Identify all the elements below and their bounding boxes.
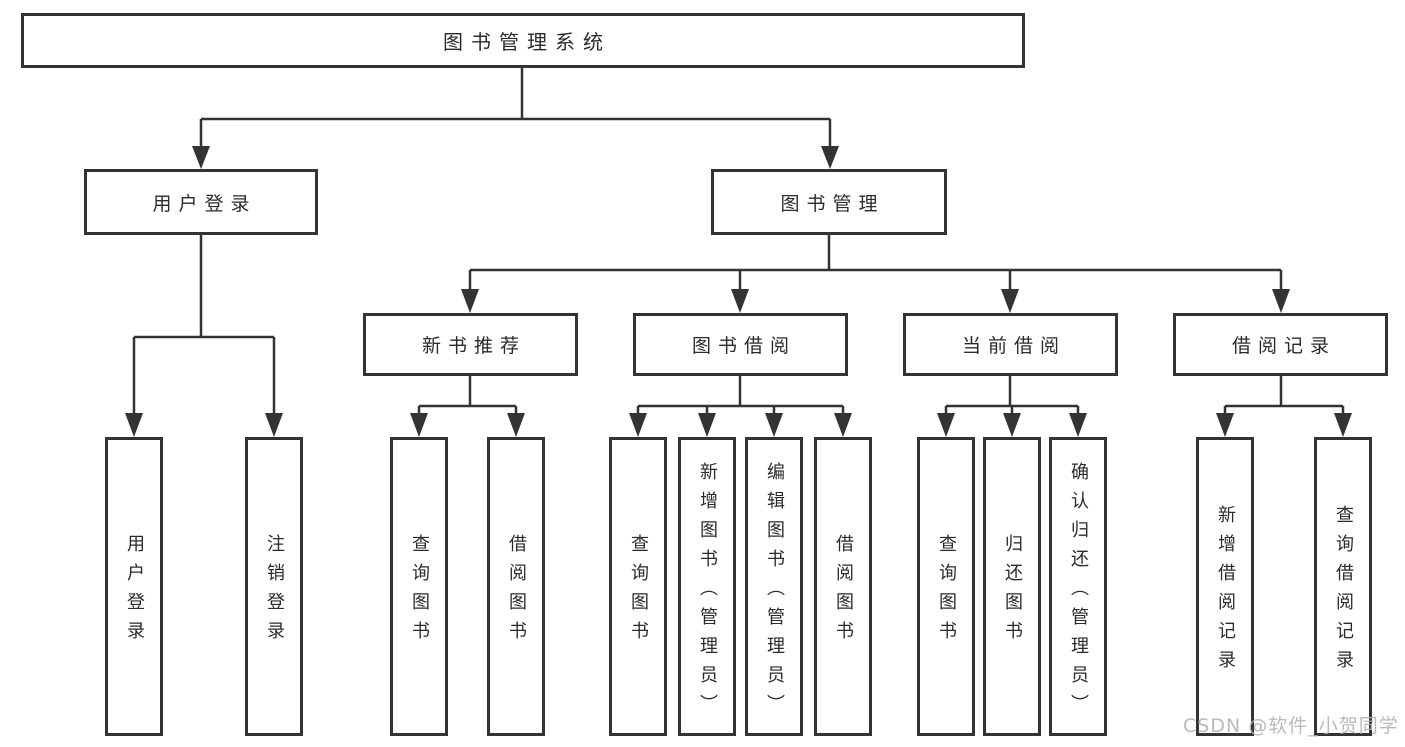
leaf-label: 归还图书 bbox=[1002, 534, 1023, 650]
leaf-label: 编辑图书（管理员） bbox=[764, 461, 785, 723]
leaf-label: 借阅图书 bbox=[833, 534, 854, 650]
leaf-borrow-books-recommend: 借阅图书 bbox=[487, 437, 545, 736]
connector-recommend-to-leaves bbox=[410, 376, 525, 437]
csdn-watermark: CSDN @软件_小贺同学 bbox=[1183, 715, 1399, 737]
node-book-management-module: 图书管理 bbox=[711, 169, 947, 235]
leaf-label: 用户登录 bbox=[124, 534, 145, 650]
connector-records-to-leaves bbox=[1216, 376, 1352, 437]
node-borrow-records: 借阅记录 bbox=[1173, 313, 1388, 376]
leaf-label: 注销登录 bbox=[264, 534, 285, 650]
leaf-borrow-books: 借阅图书 bbox=[814, 437, 872, 736]
leaf-add-borrow-record: 新增借阅记录 bbox=[1196, 437, 1254, 736]
node-new-book-recommend: 新书推荐 bbox=[363, 313, 578, 376]
node-book-borrow: 图书借阅 bbox=[633, 313, 848, 376]
leaf-add-books-admin: 新增图书（管理员） bbox=[678, 437, 736, 736]
leaf-query-books-borrow: 查询图书 bbox=[609, 437, 667, 736]
node-current-borrow: 当前借阅 bbox=[903, 313, 1118, 376]
leaf-label: 借阅图书 bbox=[506, 534, 527, 650]
leaf-edit-books-admin: 编辑图书（管理员） bbox=[745, 437, 803, 736]
connector-current-to-leaves bbox=[937, 376, 1087, 437]
leaf-label: 确认归还（管理员） bbox=[1068, 461, 1089, 723]
leaf-query-borrow-record: 查询借阅记录 bbox=[1314, 437, 1372, 736]
leaf-user-login: 用户登录 bbox=[105, 437, 163, 736]
leaf-label: 新增借阅记录 bbox=[1215, 505, 1236, 679]
connector-bookmgmt-to-level3 bbox=[461, 235, 1290, 313]
leaf-label: 查询图书 bbox=[628, 534, 649, 650]
node-user-login-module: 用户登录 bbox=[84, 169, 318, 235]
leaf-return-books: 归还图书 bbox=[983, 437, 1041, 736]
leaf-label: 新增图书（管理员） bbox=[697, 461, 718, 723]
node-root-system: 图书管理系统 bbox=[21, 13, 1025, 68]
connector-root-to-level2 bbox=[192, 68, 839, 169]
connector-userlogin-to-leaves bbox=[125, 235, 283, 437]
node-label: 用户登录 bbox=[152, 192, 257, 215]
leaf-label: 查询图书 bbox=[936, 534, 957, 650]
node-label: 图书借阅 bbox=[691, 335, 796, 357]
leaf-label: 查询图书 bbox=[409, 534, 430, 650]
node-label: 当前借阅 bbox=[961, 335, 1066, 357]
node-root-label: 图书管理系统 bbox=[443, 30, 611, 54]
node-label: 图书管理 bbox=[780, 192, 885, 215]
leaf-query-books-current: 查询图书 bbox=[917, 437, 975, 736]
connector-borrow-to-leaves bbox=[629, 376, 852, 437]
node-label: 借阅记录 bbox=[1231, 335, 1336, 357]
leaf-label: 查询借阅记录 bbox=[1333, 505, 1354, 679]
leaf-query-books-recommend: 查询图书 bbox=[390, 437, 448, 736]
leaf-confirm-return-admin: 确认归还（管理员） bbox=[1049, 437, 1107, 736]
leaf-logout: 注销登录 bbox=[245, 437, 303, 736]
node-label: 新书推荐 bbox=[421, 335, 526, 357]
